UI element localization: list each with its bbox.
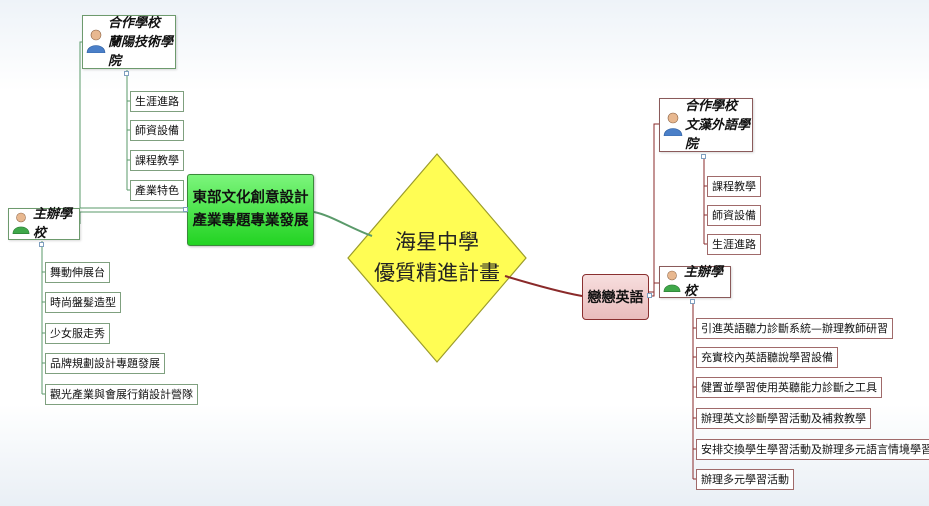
center-title-line1: 海星中學 bbox=[395, 230, 479, 254]
collapse-handle[interactable] bbox=[39, 242, 44, 247]
left-partner-item[interactable]: 課程教學 bbox=[130, 150, 184, 171]
link-right-partner bbox=[649, 123, 659, 293]
right-main-topic[interactable]: 戀戀英語 bbox=[582, 274, 649, 320]
right-host-label: 主辦學校 bbox=[684, 265, 724, 299]
right-host-school[interactable]: 主辦學校 bbox=[659, 265, 731, 299]
right-host-item[interactable]: 辦理英文診斷學習活動及補救教學 bbox=[696, 408, 871, 429]
left-host-school[interactable]: 主辦學校 bbox=[8, 207, 80, 241]
link-left-host-items bbox=[41, 241, 45, 395]
right-host-item[interactable]: 充實校內英語聽說學習設備 bbox=[696, 347, 838, 368]
left-host-item[interactable]: 品牌規劃設計專題發展 bbox=[45, 353, 165, 374]
collapse-handle[interactable] bbox=[701, 154, 706, 159]
left-host-item[interactable]: 少女服走秀 bbox=[45, 323, 110, 344]
link-right-host-items bbox=[692, 300, 696, 480]
left-partner-school[interactable]: 合作學校 蘭陽技術學院 bbox=[82, 15, 176, 69]
left-host-label: 主辦學校 bbox=[33, 207, 73, 241]
center-diamond-shape bbox=[347, 153, 527, 363]
person-icon bbox=[663, 110, 683, 140]
person-icon bbox=[12, 210, 30, 238]
left-host-item[interactable]: 舞動伸展台 bbox=[45, 262, 110, 283]
collapse-handle[interactable] bbox=[124, 71, 129, 76]
right-host-item[interactable]: 安排交換學生學習活動及辦理多元語言情境學習活動 bbox=[696, 439, 929, 460]
center-topic[interactable]: 海星中學 優質精進計畫 bbox=[348, 152, 526, 364]
person-icon bbox=[663, 268, 681, 296]
right-host-item[interactable]: 引進英語聽力診斷系統—辦理教師研習 bbox=[696, 318, 893, 339]
person-icon bbox=[86, 27, 106, 57]
left-partner-item[interactable]: 生涯進路 bbox=[130, 91, 184, 112]
left-topic-line2: 產業專題專業發展 bbox=[192, 213, 309, 229]
right-partner-label: 合作學校 bbox=[685, 98, 738, 114]
left-partner-item[interactable]: 產業特色 bbox=[130, 180, 184, 201]
right-host-item[interactable]: 健置並學習使用英聽能力診斷之工具 bbox=[696, 377, 882, 398]
left-host-item[interactable]: 時尚盤髮造型 bbox=[45, 292, 121, 313]
collapse-handle[interactable] bbox=[690, 299, 695, 304]
link-left-host bbox=[79, 211, 187, 224]
right-partner-school[interactable]: 合作學校 文藻外語學院 bbox=[659, 98, 753, 152]
left-host-item[interactable]: 觀光產業與會展行銷設計營隊 bbox=[45, 384, 198, 405]
collapse-handle[interactable] bbox=[183, 207, 188, 212]
left-partner-name: 蘭陽技術學院 bbox=[108, 34, 174, 69]
link-left-partner-items bbox=[126, 70, 130, 191]
left-partner-label: 合作學校 bbox=[108, 15, 161, 31]
link-center-left bbox=[313, 211, 373, 237]
link-center-right bbox=[504, 275, 583, 297]
right-partner-name: 文藻外語學院 bbox=[685, 117, 751, 152]
center-title-line2: 優質精進計畫 bbox=[374, 261, 500, 285]
left-main-topic[interactable]: 東部文化創意設計 產業專題專業發展 bbox=[187, 174, 314, 246]
right-partner-item[interactable]: 師資設備 bbox=[707, 205, 761, 226]
right-partner-item[interactable]: 課程教學 bbox=[707, 176, 761, 197]
link-right-partner-items bbox=[703, 154, 707, 245]
right-host-item[interactable]: 辦理多元學習活動 bbox=[696, 469, 794, 490]
link-left-partner bbox=[79, 41, 187, 209]
left-partner-item[interactable]: 師資設備 bbox=[130, 120, 184, 141]
collapse-handle[interactable] bbox=[647, 293, 652, 298]
right-partner-item[interactable]: 生涯進路 bbox=[707, 234, 761, 255]
left-topic-line1: 東部文化創意設計 bbox=[192, 190, 309, 206]
